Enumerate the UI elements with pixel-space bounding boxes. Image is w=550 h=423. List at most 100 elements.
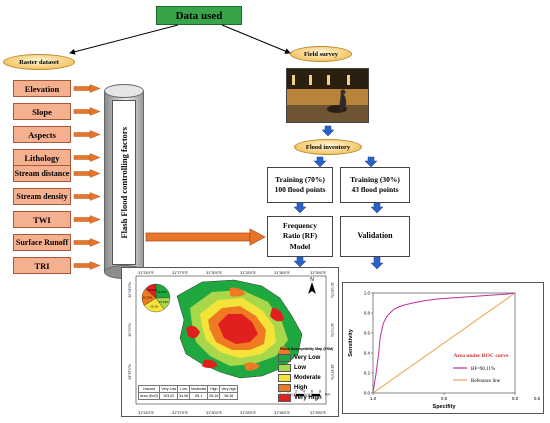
cylinder-top	[104, 84, 144, 98]
map-top-tick: 31°30'0"E	[206, 271, 222, 275]
model-line2: Ratio (RF)	[282, 231, 318, 241]
roc-y-tick: 0.0	[364, 391, 371, 396]
model-line1: Frequency	[282, 221, 318, 231]
table-cell: 65.1	[189, 392, 209, 400]
scale-tick: 8	[319, 390, 321, 394]
factor-arrow-head	[89, 107, 101, 116]
training-70-box: Training (70%) 100 flood points	[267, 167, 333, 203]
legend-label: Very Low	[294, 355, 321, 361]
field-photo-art	[287, 69, 368, 122]
training-30-line1: Training (30%)	[350, 174, 400, 184]
legend-item: Very Low	[278, 354, 336, 362]
roc-y-tick: 0.6	[364, 331, 371, 336]
training-30-line2: 43 flood points	[351, 185, 399, 194]
roc-rf-curve	[372, 292, 516, 394]
validation-box: Validation	[340, 216, 410, 257]
factor-arrow-head	[89, 238, 101, 247]
training-30-box: Training (30%) 43 flood points	[340, 167, 410, 203]
legend-swatch-low	[278, 364, 291, 372]
legend-label: Very High	[294, 395, 322, 401]
map-region	[176, 279, 303, 379]
table-header-cell: Hazard	[137, 385, 161, 393]
big-orange-arrow	[145, 228, 266, 246]
pie-slice-label: 24.63%	[157, 290, 167, 294]
pie-slice	[145, 283, 157, 299]
factor-arrow-shaft	[73, 109, 91, 114]
table-row: Area (Km2) 103.02 34.08 65.1 26.16 96.36	[137, 392, 239, 400]
legend-swatch-very-high	[278, 394, 291, 402]
roc-legend-rf-label: RF=90.11%	[471, 367, 495, 372]
table-cell: 34.08	[177, 392, 191, 400]
factor-arrow-shaft	[73, 194, 91, 199]
factor-arrow-head	[89, 169, 101, 178]
factor-arrow-head	[89, 153, 101, 162]
scale-unit: Km	[325, 393, 330, 397]
table-cell: 26.16	[207, 392, 221, 400]
factor-arrow-shaft	[73, 86, 91, 91]
map-bottom-tick: 31°36'0"E	[274, 411, 290, 415]
data-used-title: Data used	[156, 6, 242, 25]
model-line3: Model	[289, 241, 311, 251]
legend-item: Very High	[278, 394, 336, 402]
map-top-tick: 31°24'0"E	[138, 271, 154, 275]
roc-y-tick: 0.2	[364, 371, 371, 376]
table-row-label: Area (Km2)	[137, 392, 161, 400]
factor-arrow-shaft	[73, 171, 91, 176]
map-legend-title: Flood Susceptibility Map (FSM)	[280, 347, 334, 351]
factor-arrow-shaft	[73, 155, 91, 160]
table-cell: 103.02	[159, 392, 179, 400]
factor-elevation: Elevation	[13, 80, 71, 97]
pie-slice-label: 15.43%	[159, 300, 169, 304]
cylinder-label-box: Flash Flood controlling factors	[112, 100, 136, 265]
factor-arrows	[73, 84, 101, 270]
raster-dataset-oval: Raster dataset	[3, 54, 75, 70]
roc-y-tick: 0.8	[364, 311, 371, 316]
factor-slope: Slope	[13, 103, 71, 120]
training-70-line1: Training (70%)	[275, 174, 325, 184]
table-cell: 96.36	[219, 392, 239, 400]
roc-x-tick: 0.0	[512, 396, 519, 401]
factor-aspects: Aspects	[13, 126, 71, 143]
factor-tri: TRI	[13, 257, 71, 274]
table-header-row: Hazard Very Low Low Moderate High Very h…	[137, 385, 239, 393]
map-legend: Very Low Low Moderate High Very High	[278, 354, 336, 404]
flood-inventory-oval: Flood inventory	[294, 139, 362, 155]
roc-reference-line	[372, 292, 516, 394]
factor-arrow-head	[89, 130, 101, 139]
legend-label: Moderate	[294, 375, 321, 381]
map-bottom-tick: 31°39'0"E	[310, 411, 326, 415]
map-right-tick: 30°0'0"N	[330, 323, 334, 337]
map-top-tick: 31°36'0"E	[274, 271, 290, 275]
factor-arrow-shaft	[73, 132, 91, 137]
frequency-ratio-model-box: Frequency Ratio (RF) Model	[267, 216, 333, 257]
map-pie-chart: 24.63%15.43%26.1%20.33%13.51%	[141, 283, 171, 313]
field-survey-oval: Field survey	[290, 46, 352, 62]
hazard-area-table: Hazard Very Low Low Moderate High Very h…	[137, 385, 239, 400]
map-left-tick: 29°57'0"N	[128, 364, 132, 380]
scale-tick: 2	[295, 390, 297, 394]
roc-x-label: Specifity	[433, 404, 457, 410]
pie-slice-label: 20.33%	[143, 295, 153, 299]
cylinder-label: Flash Flood controlling factors	[119, 126, 129, 239]
factor-arrow-head	[89, 261, 101, 270]
map-top-tick: 31°39'0"E	[310, 271, 326, 275]
pie-slice-label: 13.51%	[148, 288, 158, 292]
map-left-tick: 30°0'0"N	[128, 323, 132, 337]
table-header-cell: Moderate	[189, 385, 209, 393]
scale-tick: 6	[311, 390, 313, 394]
table-header-cell: Low	[177, 385, 191, 393]
factor-arrow-shaft	[73, 217, 91, 222]
factor-stream-distance-box: Stream distance	[13, 165, 71, 182]
factor-lithology: Lithology	[13, 149, 71, 166]
factor-arrow-shaft	[73, 240, 91, 245]
roc-x-tick: 0.5	[441, 396, 448, 401]
roc-x-tick: 1.0	[370, 396, 377, 401]
legend-item: Low	[278, 364, 336, 372]
legend-label: High	[294, 385, 308, 391]
map-right-tick: 30°03'0"N	[330, 282, 334, 298]
scale-segment	[311, 393, 321, 397]
map-frame	[135, 275, 327, 405]
